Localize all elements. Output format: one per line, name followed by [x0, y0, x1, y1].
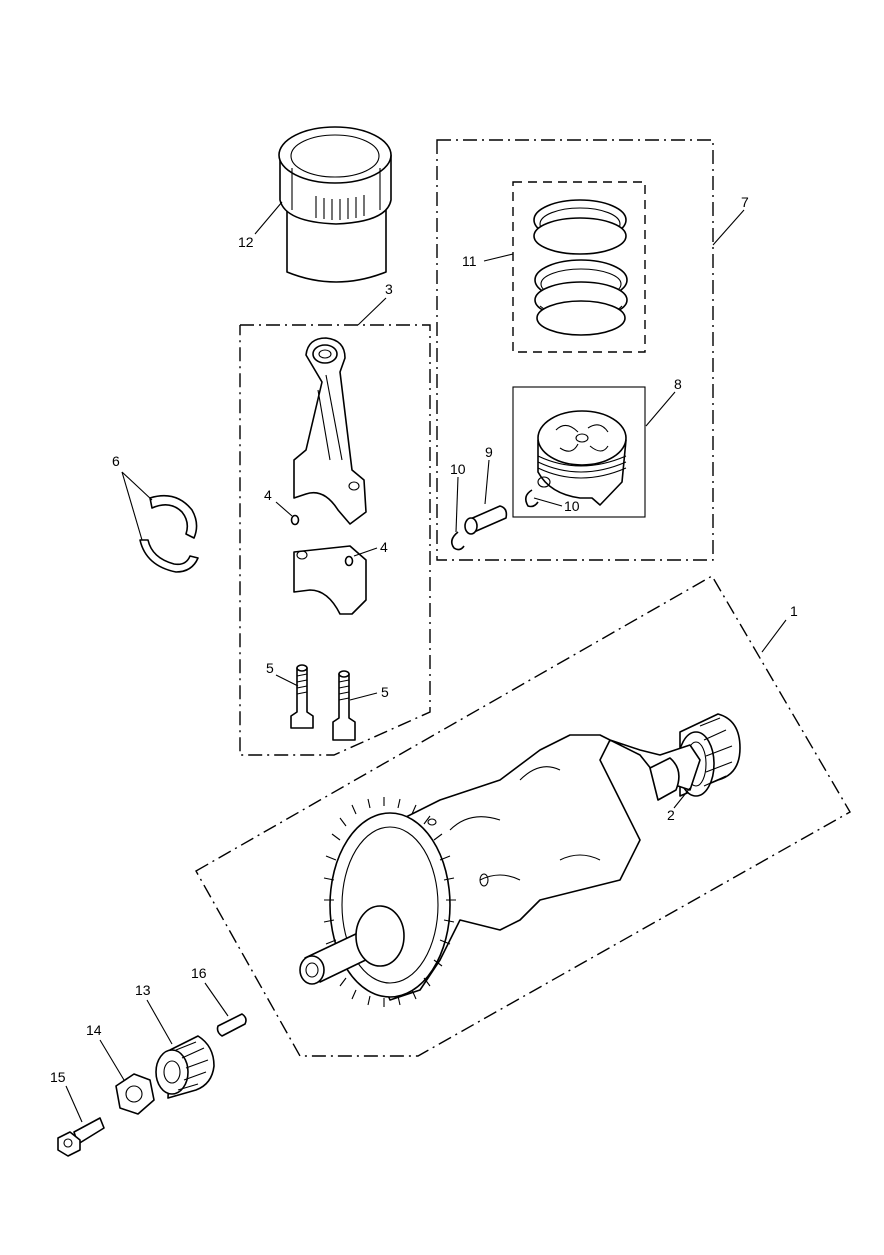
callout-9: 9	[485, 444, 493, 460]
callout-12: 12	[238, 234, 254, 250]
piston	[537, 410, 627, 506]
group-box-conrod	[239, 324, 431, 756]
callout-8: 8	[674, 376, 682, 392]
group-box-piston-rings	[512, 181, 646, 353]
hex-nut	[115, 1073, 155, 1115]
group-box-crankshaft	[195, 575, 851, 1057]
callout-labels: 1 2 3 4 4 5 5 6 7 8 9 10 10 11 12 13 14 …	[50, 194, 798, 1085]
callout-5b: 5	[381, 684, 389, 700]
callout-2: 2	[667, 807, 675, 823]
callout-15: 15	[50, 1069, 66, 1085]
callout-10a: 10	[450, 461, 466, 477]
callout-7: 7	[741, 194, 749, 210]
conrod-bolts	[290, 664, 356, 741]
callout-5a: 5	[266, 660, 274, 676]
camshaft-sprocket	[155, 1035, 215, 1099]
gudgeon-pin	[464, 505, 508, 535]
callout-4b: 4	[380, 539, 388, 555]
hex-bolt	[57, 1117, 105, 1157]
woodruff-pin	[216, 1013, 247, 1037]
callout-4a: 4	[264, 487, 272, 503]
circlips	[450, 489, 539, 551]
connecting-rod	[293, 337, 367, 615]
callout-10b: 10	[564, 498, 580, 514]
cylinder-liner	[278, 126, 392, 283]
callout-16: 16	[191, 965, 207, 981]
dowel-pins	[290, 514, 354, 567]
callout-11: 11	[462, 253, 477, 269]
callout-3: 3	[385, 281, 393, 297]
callout-14: 14	[86, 1022, 102, 1038]
leader-lines	[65, 201, 787, 1123]
callout-6: 6	[112, 453, 120, 469]
callout-1: 1	[790, 603, 798, 619]
bearing-shells	[139, 494, 199, 573]
group-box-piston-assembly	[436, 139, 714, 561]
callout-13: 13	[135, 982, 151, 998]
crankshaft	[299, 734, 701, 1007]
group-box-piston	[512, 386, 646, 518]
piston-rings	[533, 199, 628, 336]
